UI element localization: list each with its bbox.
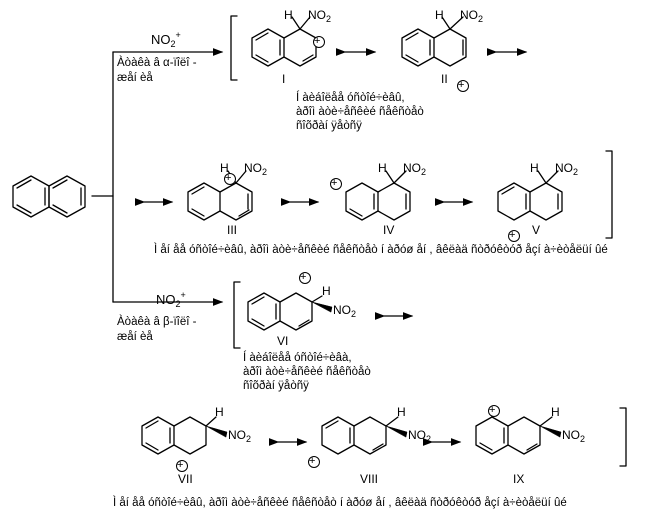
structure-VIII [321,416,408,455]
bracket-alpha [230,15,613,239]
atom-H-I: H [284,8,293,22]
reagent-alpha-no: NO [151,32,171,47]
structure-VI [247,292,333,331]
note-beta-line1: Í àèáîëåå óñòîé÷èâà, [243,352,352,364]
resonance-arrows [134,48,528,446]
atom-H-IV: H [378,161,387,175]
label-IX: IX [513,472,525,486]
atom-NO2-VI: NO2 [333,303,357,319]
reagent-beta-subscript: 2 [175,299,181,309]
charge-plus-IX [488,405,500,417]
note-middle: Ì åí åå óñòîé÷èâû, àðîì àòè÷åñêèé ñåêñòå… [154,244,608,256]
charge-text-II: + [458,79,465,91]
atom-NO2-III: NO2 [244,161,268,177]
charge-plus-V [508,230,520,242]
atom-H-VI: H [322,284,331,298]
structure-IV [345,170,411,221]
charge-text-IV: + [331,177,338,189]
reagent-beta-charge: + [180,290,186,300]
label-I: I [282,72,286,86]
note-beta-line3: ñîõðàí ÿåòñÿ [243,380,309,392]
reagent-alpha-charge: + [175,30,181,40]
structure-III [187,170,253,221]
charge-plus-I [313,36,325,48]
note-alpha-line3: ñîõðàí ÿåòñÿ [296,120,362,132]
note-alpha-line2: àðîì àòè÷åñêèé ñåêñòåò [296,106,424,118]
bracket-beta [233,281,627,467]
structure-IX [475,416,562,455]
condition-beta-line2: æåí èå [117,331,153,343]
charge-text-IX: + [489,404,496,416]
label-II: II [441,72,448,86]
atom-NO2-VIII: NO2 [408,428,432,444]
structure-II [401,16,467,67]
label-VII: VII [178,472,193,486]
label-VIII: VIII [360,472,379,486]
charge-plus-III [224,173,236,185]
charge-plus-II [457,80,469,92]
condition-alpha-line1: Àòàêà â α-ïîëî - [117,57,197,69]
atom-NO2-IX: NO2 [562,428,586,444]
condition-alpha-line2: æåí èå [117,72,153,84]
atom-NO2-I: NO2 [308,8,332,24]
charge-text-III: + [225,172,232,184]
atom-NO2-VII: NO2 [228,428,252,444]
note-bottom: Ì åí åå óñòîé÷èâû, àðîì àòè÷åñêèé ñåêñòå… [113,497,567,509]
structure-I [251,16,317,67]
charges [176,36,520,472]
charge-text-VII: + [177,459,184,471]
label-VI: VI [277,334,289,348]
reagent-beta: NO2+ [156,288,186,311]
note-beta-line2: àðîì àòè÷åñêèé ñåêñòåò [243,366,371,378]
label-V: V [532,223,541,237]
atom-H-IX: H [551,405,560,419]
charge-plus-VI [299,272,311,284]
atom-NO2-IV: NO2 [403,161,427,177]
atom-H-V: H [530,161,539,175]
atom-H-II: H [435,8,444,22]
reagent-alpha: NO2+ [151,28,181,51]
atom-NO2-V: NO2 [555,161,579,177]
label-III: III [227,223,238,237]
charge-plus-IV [330,178,342,190]
atom-H-III: H [220,161,229,175]
structure-VII [141,416,228,455]
charge-text-VI: + [300,271,307,283]
note-alpha-line1: Í àèáîëåå óñòîé÷èâû, [296,92,405,104]
charge-text-I: + [314,35,321,47]
atom-H-VIII: H [397,405,406,419]
reagent-beta-no: NO [156,292,176,307]
charge-text-V: + [509,229,516,241]
label-IV: IV [383,223,395,237]
charge-plus-VII [176,460,188,472]
structure-V [497,170,563,221]
charge-plus-VIII [308,456,320,468]
reagent-alpha-subscript: 2 [170,39,176,49]
naphthalene-start [12,175,86,218]
condition-beta-line1: Àòàêà â β-ïîëî - [117,316,197,328]
branch-arrows [91,48,224,306]
atom-H-VII: H [215,405,224,419]
atom-NO2-II: NO2 [460,8,484,24]
charge-text-VIII: + [309,455,316,467]
